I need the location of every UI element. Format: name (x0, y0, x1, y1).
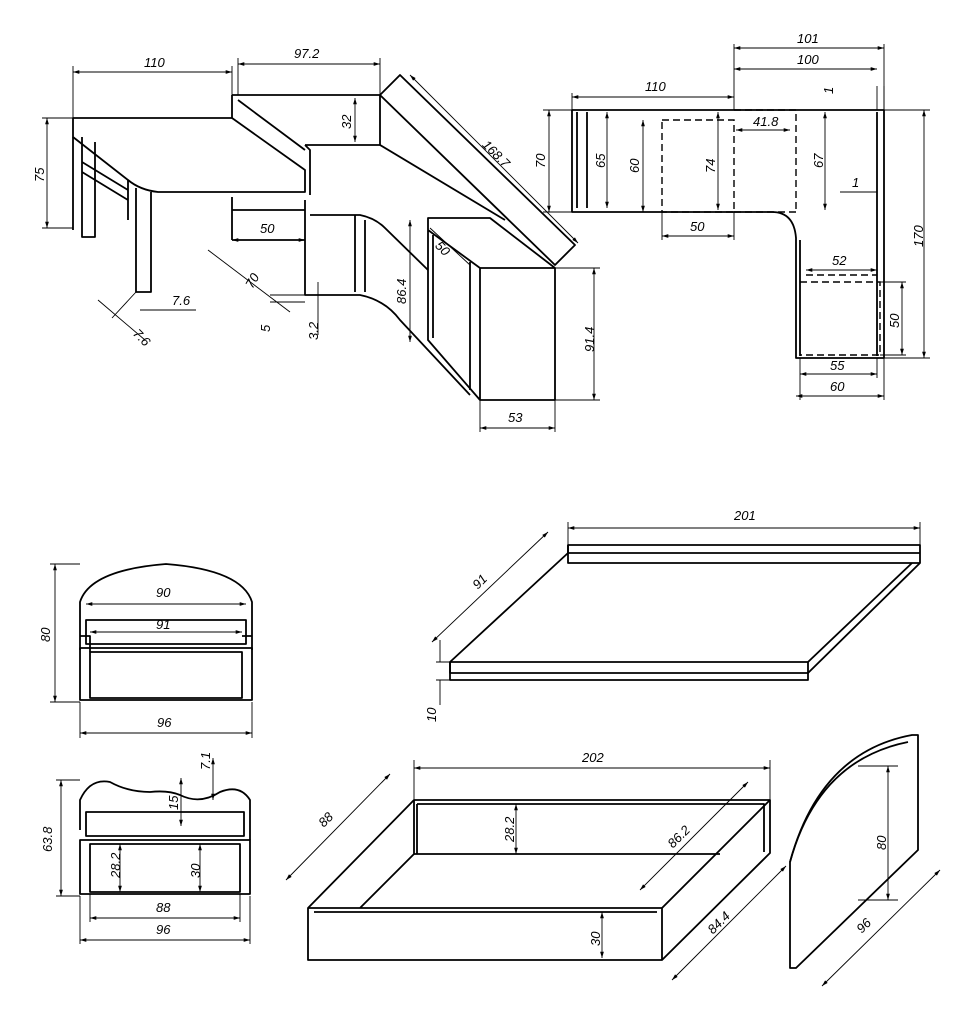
mb-dim-201: 201 (733, 508, 756, 523)
desk-back-panel (231, 94, 381, 151)
hb-dim-96: 96 (157, 715, 172, 730)
hb-dim-90: 90 (156, 585, 171, 600)
dim-7-6a: 7.6 (172, 293, 191, 308)
fb-dim-96: 96 (156, 922, 171, 937)
dim-3-2: 3.2 (306, 321, 321, 340)
fb-dim-28-2: 28.2 (108, 852, 123, 879)
plan-dim-50b: 50 (887, 313, 902, 328)
plan-dim-101: 101 (797, 31, 819, 46)
fb-dim-88: 88 (156, 900, 171, 915)
bf-dim-30: 30 (588, 931, 603, 946)
sp-dim-96: 96 (853, 915, 874, 936)
bf-dim-28-2: 28.2 (502, 816, 517, 843)
dim-110: 110 (144, 55, 165, 70)
dim-75: 75 (32, 167, 47, 182)
dim-50b: 50 (432, 238, 453, 259)
dim-86-4: 86.4 (394, 279, 409, 304)
fb-dim-63-8: 63.8 (40, 826, 55, 852)
fb-dim-7-1: 7.1 (198, 752, 213, 770)
plan-dim-67: 67 (811, 153, 826, 168)
dim-7-6b: 7.6 (130, 326, 154, 350)
dim-168-7: 168.7 (479, 137, 513, 171)
plan-dim-74: 74 (703, 159, 718, 173)
plan-dim-70: 70 (533, 153, 548, 168)
dim-50a: 50 (260, 221, 275, 236)
dim-91-4: 91.4 (582, 327, 597, 352)
bf-dim-202: 202 (581, 750, 604, 765)
plan-dim-41-8: 41.8 (753, 114, 779, 129)
mb-dim-10: 10 (424, 707, 439, 722)
side-panel-view: 80 96 (789, 734, 941, 987)
plan-dim-60b: 60 (830, 379, 845, 394)
desk-left-top (72, 117, 306, 193)
mb-dim-91: 91 (469, 571, 490, 592)
plan-dim-1b: 1 (852, 175, 859, 190)
footboard-front-view: 7.1 15 63.8 28.2 30 88 96 (40, 752, 251, 944)
fb-dim-15: 15 (166, 795, 181, 810)
headboard-front-view: 90 91 80 96 (38, 563, 253, 738)
plan-dim-170: 170 (911, 225, 926, 247)
dim-32: 32 (339, 114, 354, 129)
plan-dim-50a: 50 (690, 219, 705, 234)
plan-dim-1a: 1 (821, 87, 836, 94)
plan-dim-55: 55 (830, 358, 845, 373)
plan-dim-60: 60 (627, 158, 642, 173)
plan-dim-52: 52 (832, 253, 847, 268)
hb-dim-91: 91 (156, 617, 170, 632)
plan-outline (571, 109, 885, 359)
dim-53: 53 (508, 410, 523, 425)
desk-plan-view: 110 101 100 1 70 65 60 74 41.8 67 1 170 … (533, 31, 930, 400)
mattress-board-view: 201 91 10 (424, 508, 921, 722)
bf-dim-88: 88 (315, 809, 336, 830)
plan-dim-65: 65 (593, 153, 608, 168)
dim-70: 70 (242, 270, 263, 291)
desk-isometric-view: 110 97.2 32 168.7 75 50 70 5 3.2 7.6 7.6… (32, 46, 600, 432)
hb-dim-80: 80 (38, 627, 53, 642)
sp-dim-80: 80 (874, 835, 889, 850)
dim-97-2: 97.2 (294, 46, 320, 61)
dim-5: 5 (258, 324, 273, 332)
bf-dim-86-2: 86.2 (664, 822, 693, 851)
bed-frame-view: 202 88 28.2 86.2 30 84.4 (285, 750, 787, 981)
plan-dim-100: 100 (797, 52, 819, 67)
plan-dim-110: 110 (645, 79, 666, 94)
fb-dim-30: 30 (188, 863, 203, 878)
